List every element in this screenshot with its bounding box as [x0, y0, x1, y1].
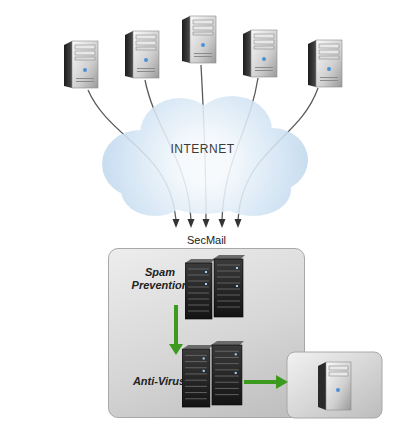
drive-bay [329, 372, 348, 376]
group-box [108, 248, 305, 418]
node-label: Spam Prevention [130, 266, 190, 292]
cloud-puffs [102, 96, 308, 216]
server-tower [308, 40, 342, 87]
client-servers [64, 16, 342, 88]
arrow-head [169, 344, 183, 355]
arrowhead [219, 219, 226, 228]
flow-arrow [169, 305, 183, 355]
arrow-shaft [174, 305, 178, 345]
tower-side [318, 362, 326, 410]
node-label: SecMail [108, 233, 305, 247]
node-label: Anti-Virus [128, 375, 190, 388]
arrowhead [173, 219, 180, 228]
antivirus-node: Anti-Virus [128, 355, 242, 412]
tower-front [326, 362, 351, 410]
cloud-shape [95, 92, 310, 222]
node-label: INTERNET [95, 142, 310, 156]
cloud-node: INTERNET [95, 92, 310, 222]
arrowhead [203, 219, 210, 228]
arrowhead [235, 219, 242, 228]
server-tower [243, 30, 277, 77]
cloud-puff [121, 164, 189, 216]
power-led [336, 388, 340, 392]
flow-arrowheads [173, 219, 242, 228]
server-tower [64, 41, 98, 88]
secmail-group: SecMailSpam PreventionAnti-Virus [108, 233, 305, 418]
drive-bay [329, 366, 348, 370]
server-tower [182, 16, 216, 63]
spam-filter-node: Spam Prevention [128, 255, 248, 305]
destination-server [318, 362, 351, 410]
server-tower [125, 31, 159, 78]
cloud-puff [215, 164, 291, 216]
mail-flow-lines [88, 65, 318, 220]
arrowhead [188, 219, 195, 228]
